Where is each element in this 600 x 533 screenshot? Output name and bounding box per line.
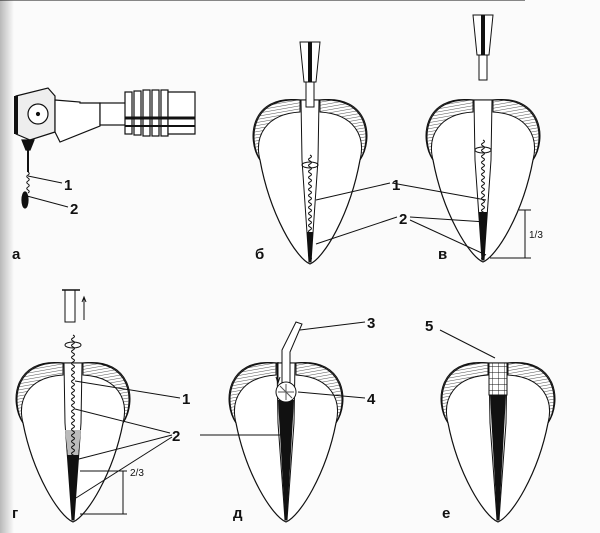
enamel-left	[228, 362, 277, 424]
instrument-neck	[305, 81, 315, 108]
panel-label-a: а	[12, 246, 21, 263]
handpiece-grip-rings	[124, 89, 196, 137]
rotation-arrow-icon	[64, 341, 82, 349]
enamel-left	[425, 99, 474, 161]
rotation-arrow-icon	[301, 161, 319, 169]
callout-2-gd: 2	[172, 428, 180, 445]
enamel-right	[507, 362, 556, 424]
callout-3: 3	[367, 315, 375, 332]
panel-label-e: е	[442, 505, 450, 522]
callout-5: 5	[425, 318, 433, 335]
enamel-right	[492, 99, 541, 161]
tooth-b	[252, 41, 368, 265]
enamel-left	[15, 362, 64, 424]
tooth-g	[15, 334, 131, 523]
tooth-d	[228, 362, 344, 523]
tooth-v	[425, 14, 541, 263]
instrument-neck	[478, 54, 488, 81]
callout-1-a: 1	[64, 177, 72, 194]
lentulo-spiral-filler	[71, 334, 75, 468]
push-arrow-icon	[275, 362, 281, 385]
instrument-core	[308, 42, 312, 82]
enamel-left	[440, 362, 489, 424]
gutta-percha-texture	[278, 384, 294, 400]
rotation-arrow-icon	[474, 146, 492, 154]
panel-label-v: в	[438, 246, 447, 263]
canal-filling	[67, 455, 79, 520]
canal-filling	[306, 232, 314, 262]
enamel-right	[319, 99, 368, 161]
panel-label-b: б	[255, 246, 264, 263]
callout-1-g: 1	[182, 391, 190, 408]
canal-filling	[278, 400, 294, 520]
measure-two-thirds: 2/3	[130, 468, 144, 479]
lentulo-spiral-filler	[308, 154, 312, 261]
panel-label-g: г	[12, 505, 18, 522]
measure-one-third: 1/3	[529, 230, 543, 241]
canal-filling	[490, 395, 506, 520]
enamel-left	[252, 99, 301, 161]
panel-label-d: д	[233, 505, 243, 522]
leader-lines	[0, 0, 531, 515]
page-gutter-shadow	[0, 0, 14, 533]
callout-4: 4	[367, 391, 376, 408]
enamel-right	[295, 362, 344, 424]
lentulo-spiral-filler	[481, 139, 485, 261]
permanent-filling	[488, 362, 508, 396]
callout-2-a: 2	[70, 201, 78, 218]
handpiece-drawing	[14, 87, 196, 209]
instrument-core	[481, 15, 485, 55]
instrument-handle	[64, 289, 76, 323]
enamel-right	[82, 362, 131, 424]
callout-2-bv: 2	[399, 211, 407, 228]
withdraw-arrow-icon	[81, 295, 87, 320]
tooth-e	[440, 362, 556, 523]
callout-1-bv: 1	[392, 177, 400, 194]
